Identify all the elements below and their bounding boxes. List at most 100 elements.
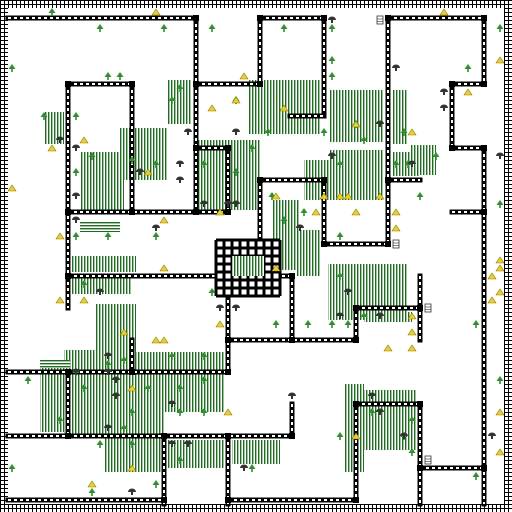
tree-icon xyxy=(131,413,133,416)
mushroom-icon xyxy=(491,436,493,439)
mushroom-icon xyxy=(499,156,501,159)
map-objects xyxy=(7,8,505,496)
tree-icon xyxy=(464,64,472,69)
rock-icon xyxy=(127,464,137,472)
grate-bar[interactable] xyxy=(270,240,274,296)
rock-icon xyxy=(207,104,217,112)
road-junction xyxy=(225,337,231,343)
rock-icon xyxy=(143,168,153,176)
tree-icon xyxy=(408,416,416,421)
road-junction xyxy=(65,433,71,439)
tree-icon xyxy=(96,24,104,29)
tree-icon xyxy=(120,356,128,361)
road-junction xyxy=(353,305,359,311)
mushroom-icon xyxy=(104,424,112,428)
tree-icon xyxy=(171,357,173,360)
tree-icon xyxy=(331,61,333,64)
tree-icon xyxy=(280,24,288,29)
vegetation-patch xyxy=(80,152,124,210)
tree-icon xyxy=(160,24,168,29)
mushroom-icon xyxy=(179,180,181,183)
mushroom-icon xyxy=(99,292,101,295)
mushroom-icon xyxy=(288,392,296,396)
tree-icon xyxy=(8,464,16,469)
grate-bar[interactable] xyxy=(222,240,226,296)
tree-icon xyxy=(363,141,365,144)
tree-icon xyxy=(496,24,504,29)
road-junction xyxy=(481,81,487,87)
tree-icon xyxy=(275,325,277,328)
mushroom-icon xyxy=(339,316,341,319)
tree-icon xyxy=(200,352,208,357)
rock-icon xyxy=(159,336,169,344)
mushroom-icon xyxy=(232,200,240,204)
tree-icon xyxy=(128,156,136,161)
grate-bar[interactable] xyxy=(214,240,218,296)
tree-icon xyxy=(283,221,285,224)
vegetation-patch xyxy=(392,90,408,144)
road-junction xyxy=(417,401,423,407)
road-junction xyxy=(321,15,327,21)
tree-icon xyxy=(179,89,181,92)
road-junction xyxy=(385,241,391,247)
grate-bar[interactable] xyxy=(216,286,280,290)
tree-icon xyxy=(120,424,128,429)
road-junction xyxy=(65,369,71,375)
rock-icon xyxy=(55,232,65,240)
road-junction xyxy=(225,369,231,375)
tree-icon xyxy=(116,72,124,77)
road-junction xyxy=(193,15,199,21)
road-junction xyxy=(289,433,295,439)
tree-icon xyxy=(155,485,157,488)
tree-icon xyxy=(88,488,96,493)
tree-icon xyxy=(40,112,48,117)
tree-icon xyxy=(403,133,405,136)
rock-icon xyxy=(343,192,353,200)
road-junction xyxy=(321,177,327,183)
mushroom-icon xyxy=(235,132,237,135)
road-junction xyxy=(193,81,199,87)
tree-icon xyxy=(407,165,409,168)
mushroom-icon xyxy=(139,172,141,175)
tree-icon xyxy=(11,469,13,472)
tree-icon xyxy=(303,213,305,216)
central-grate[interactable] xyxy=(214,238,282,298)
rock-icon xyxy=(151,8,161,16)
mushroom-icon xyxy=(371,396,373,399)
tree-icon xyxy=(472,472,480,477)
rock-icon xyxy=(407,328,417,336)
grate-bar[interactable] xyxy=(216,278,280,282)
road-junction xyxy=(481,465,487,471)
tree-icon xyxy=(248,144,256,149)
mushroom-icon xyxy=(176,176,184,180)
tree-icon xyxy=(336,232,344,237)
grate-bar[interactable] xyxy=(216,294,280,298)
vegetation-patch xyxy=(72,256,136,272)
tree-icon xyxy=(176,408,184,413)
grate-bar[interactable] xyxy=(216,238,280,242)
mushroom-icon xyxy=(403,436,405,439)
mushroom-icon xyxy=(443,108,445,111)
tree-icon xyxy=(435,157,437,160)
grate-bar[interactable] xyxy=(278,240,282,296)
grate-bar[interactable] xyxy=(216,246,280,250)
road-junction xyxy=(289,273,295,279)
tree-icon xyxy=(339,237,341,240)
tree-icon xyxy=(499,205,501,208)
tree-icon xyxy=(179,461,181,464)
mushroom-icon xyxy=(112,376,120,380)
tree-icon xyxy=(152,160,160,165)
tree-icon xyxy=(339,277,341,280)
mushroom-icon xyxy=(379,316,381,319)
mushroom-icon xyxy=(128,488,136,492)
mushroom-icon xyxy=(376,408,384,412)
tree-icon xyxy=(264,128,272,133)
road-junction xyxy=(353,337,359,343)
tree-icon xyxy=(24,376,32,381)
mushroom-icon xyxy=(379,412,381,415)
tree-icon xyxy=(411,453,413,456)
road-junction xyxy=(65,209,71,215)
mushroom-icon xyxy=(331,20,333,23)
tree-icon xyxy=(304,320,312,325)
